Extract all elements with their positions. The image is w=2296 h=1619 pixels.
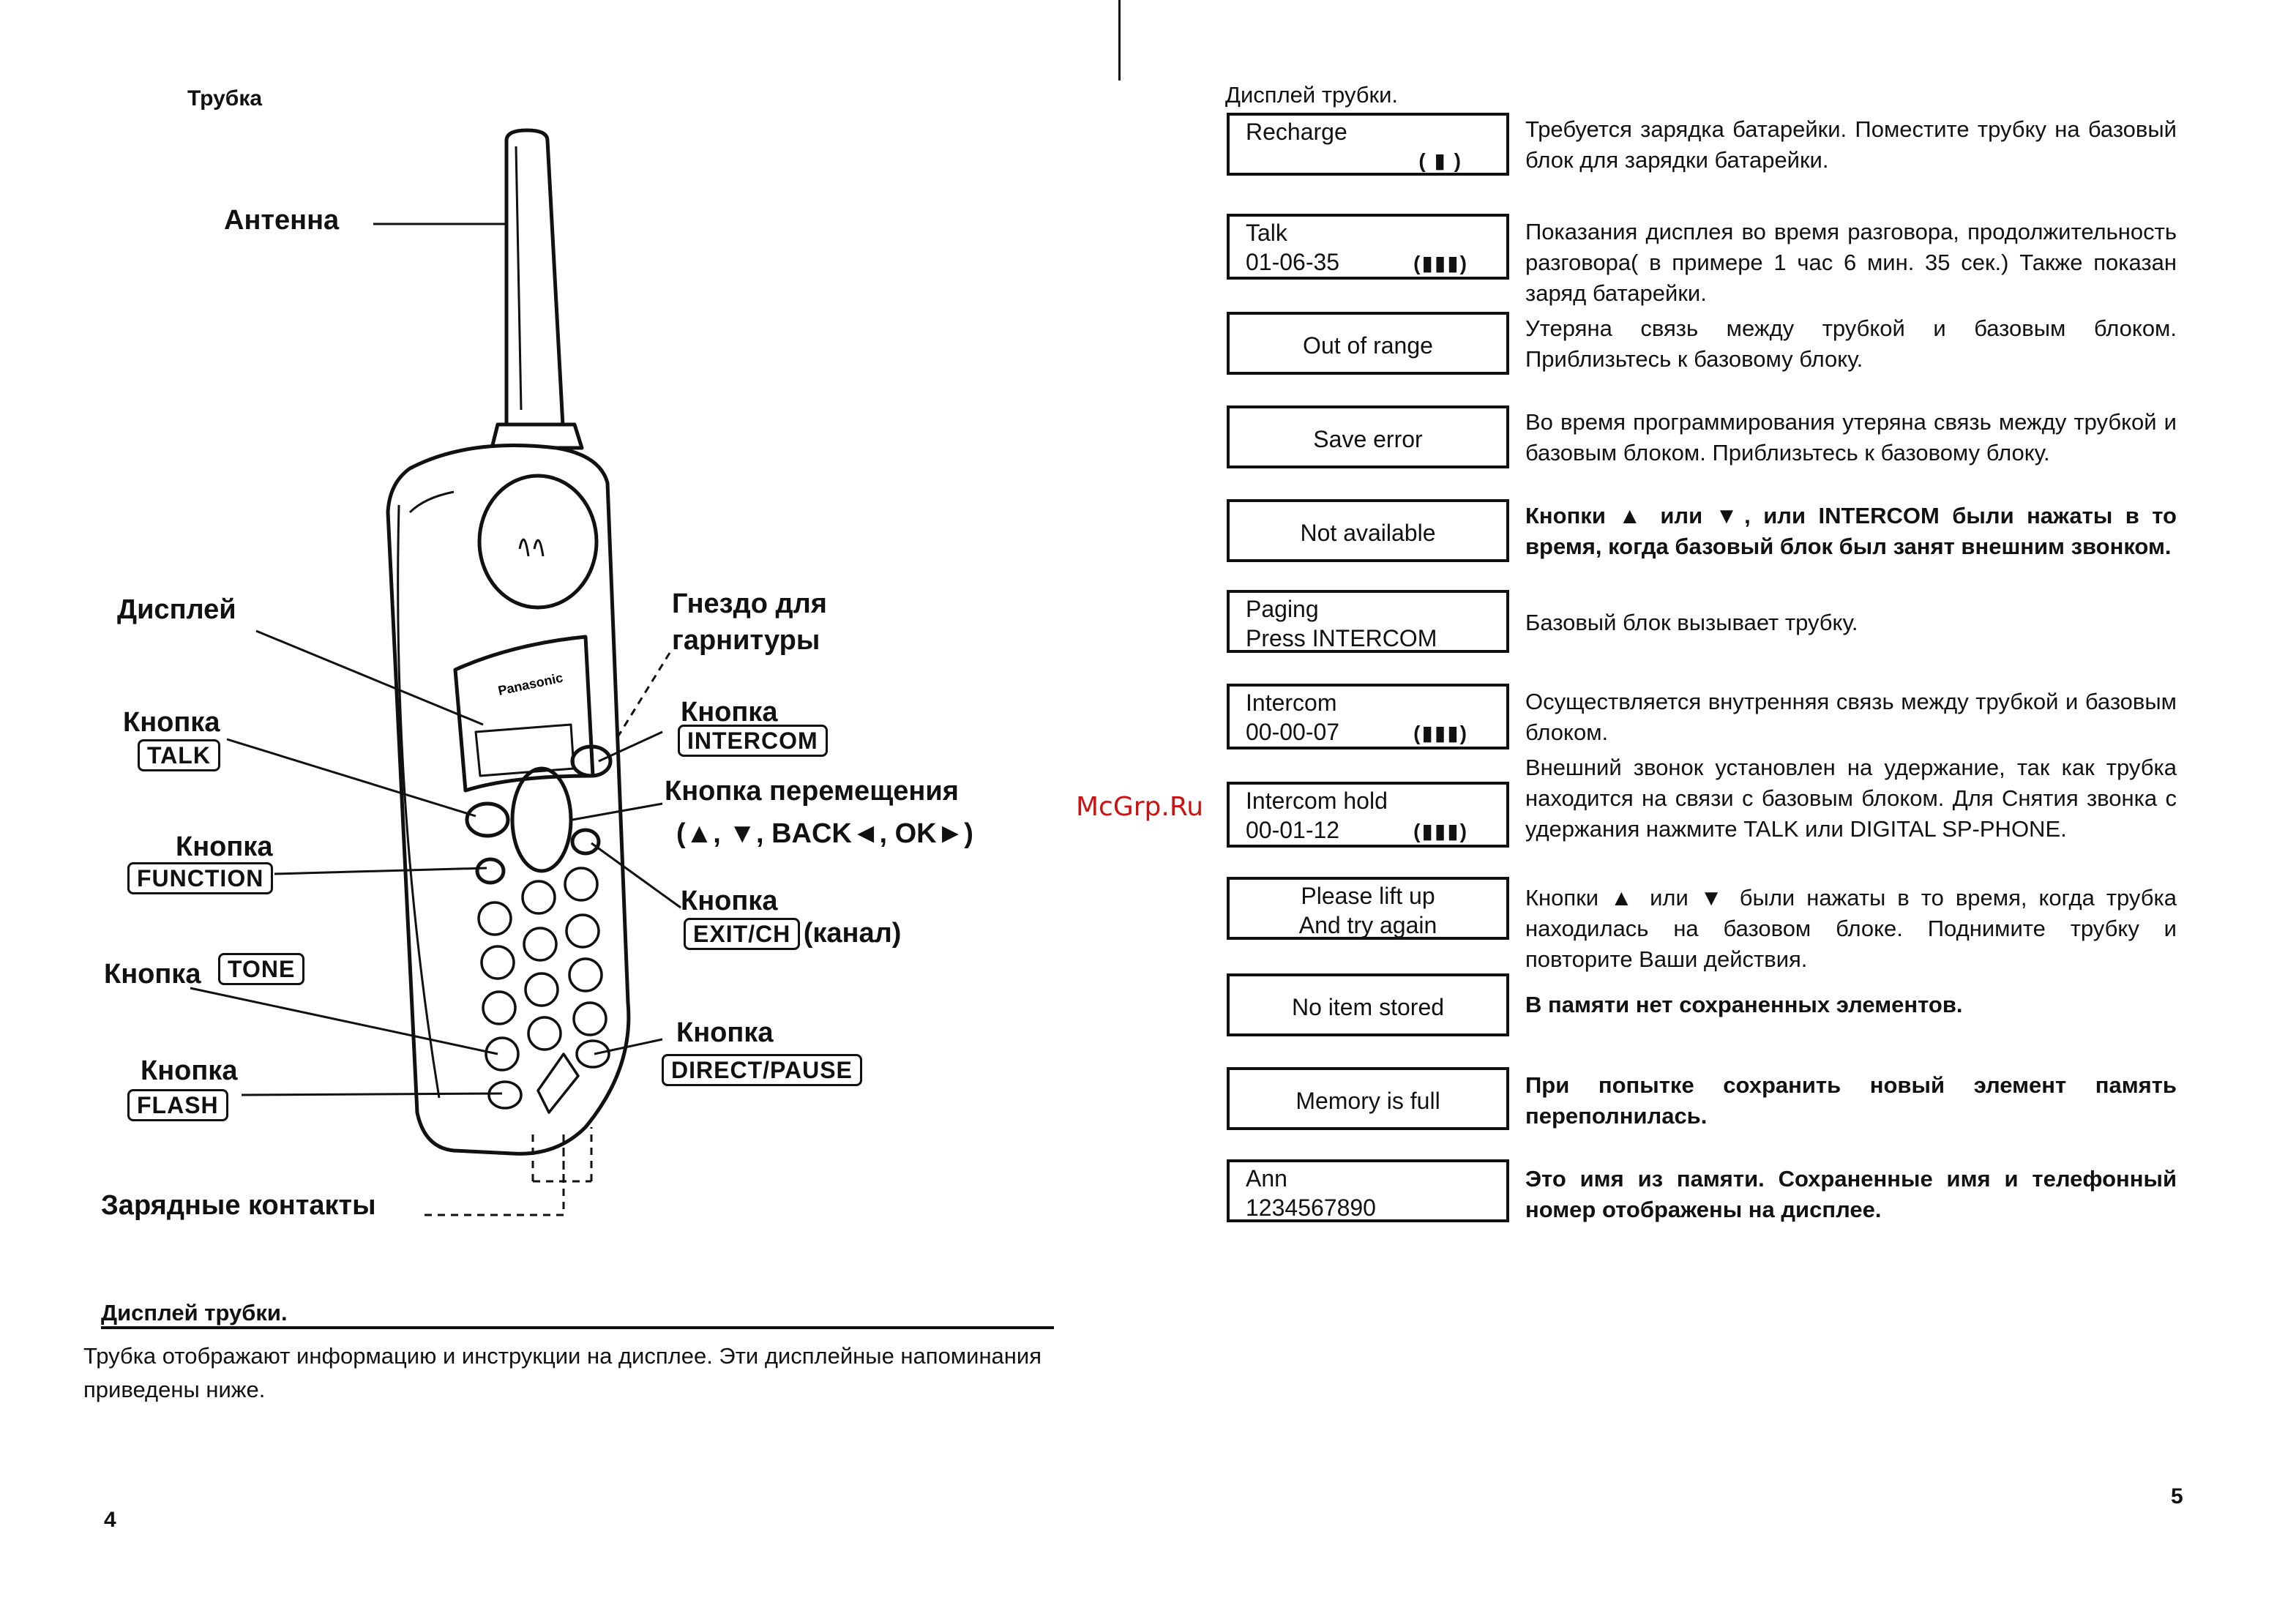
right-title: Дисплей трубки. (1225, 82, 1399, 108)
tone-key-label: TONE (218, 953, 305, 985)
desc-please-lift-up: Кнопки ▲ или ▼ были нажаты в то время, к… (1525, 885, 2177, 972)
phone-illustration: Panasonic (190, 128, 681, 1216)
desc-intercom-hold: Внешний звонок установлен на удержание, … (1525, 755, 2177, 842)
watermark: McGrp.Ru (1076, 792, 1204, 822)
talk-key-label: TALK (138, 739, 220, 771)
desc-recharge: Требуется зарядка батарейки. Поместите т… (1525, 116, 2177, 173)
section-title: Дисплей трубки. (101, 1300, 288, 1326)
battery-full-icon: (▮▮▮) (1413, 252, 1468, 274)
desc-out-of-range: Утеряна связь между трубкой и базовым бл… (1525, 315, 2177, 372)
antenna-shape (504, 128, 566, 440)
desc-not-available: Кнопки ▲ или ▼, или INTERCOM были нажаты… (1525, 503, 2177, 559)
section-divider (101, 1326, 1054, 1329)
label-nav-keys: (▲, ▼, BACK◄, OK►) (676, 818, 973, 849)
display-box-please-lift-up: Please lift up And try again (1227, 877, 1509, 940)
label-intercom-word: Кнопка (681, 697, 778, 728)
leader-lines (190, 223, 681, 1216)
desc-paging: Базовый блок вызывает трубку. (1525, 610, 1858, 635)
nav-key (510, 766, 573, 873)
display-box-ann: Ann 1234567890 (1227, 1159, 1509, 1222)
display-box-talk: Talk 01-06-35 (▮▮▮) (1227, 214, 1509, 280)
function-key-label: FUNCTION (127, 862, 274, 894)
display-box-intercom: Intercom 00-00-07 (▮▮▮) (1227, 684, 1509, 749)
display-box-paging: Paging Press INTERCOM (1227, 590, 1509, 653)
display-box-out-of-range: Out of range (1227, 312, 1509, 375)
direct-key-label: DIRECT/PAUSE (662, 1054, 862, 1086)
battery-empty-icon: ( ▮ ) (1418, 149, 1462, 172)
page-number-left: 4 (104, 1508, 116, 1532)
label-headset-2: гарнитуры (672, 625, 820, 656)
label-headset-1: Гнездо для (672, 588, 827, 619)
display-box-save-error: Save error (1227, 405, 1509, 468)
label-display: Дисплей (117, 594, 236, 625)
label-flash-word: Кнопка (141, 1055, 238, 1086)
label-charging-contacts: Зарядные контакты (101, 1190, 376, 1221)
desc-memory-full: При попытке сохранить новый элемент памя… (1525, 1072, 2177, 1129)
gutter-line (1118, 0, 1121, 81)
intercom-key-label: INTERCOM (678, 725, 828, 757)
section-text: Трубка отображают информацию и инструкци… (83, 1343, 1042, 1402)
desc-no-item-stored: В памяти нет сохраненных элементов. (1525, 992, 1963, 1017)
label-antenna: Антенна (224, 205, 340, 236)
desc-intercom: Осуществляется внутренняя связь между тр… (1525, 689, 2177, 745)
label-exit-word: Кнопка (681, 886, 778, 916)
display-box-intercom-hold: Intercom hold 00-01-12 (▮▮▮) (1227, 782, 1509, 848)
keypad (477, 867, 610, 1114)
desc-talk: Показания дисплея во время разговора, пр… (1525, 219, 2177, 306)
page-number-right: 5 (2171, 1484, 2183, 1508)
earpiece (477, 474, 599, 610)
page-heading: Трубка (187, 86, 263, 111)
display-box-no-item-stored: No item stored (1227, 973, 1509, 1036)
display-box-recharge: Recharge ( ▮ ) (1227, 113, 1509, 176)
label-talk-word: Кнопка (123, 707, 220, 738)
display-box-not-available: Not available (1227, 499, 1509, 562)
desc-ann: Это имя из памяти. Сохраненные имя и тел… (1525, 1166, 2177, 1222)
label-function-word: Кнопка (176, 831, 273, 862)
battery-full-icon: (▮▮▮) (1413, 722, 1468, 744)
display-box-memory-full: Memory is full (1227, 1067, 1509, 1130)
exit-key-label: EXIT/CH (канал) (684, 916, 901, 950)
desc-save-error: Во время программирования утеряна связь … (1525, 409, 2177, 465)
flash-key-label: FLASH (127, 1089, 228, 1121)
battery-full-icon: (▮▮▮) (1413, 820, 1468, 842)
label-nav-word: Кнопка перемещения (665, 776, 959, 807)
label-direct-word: Кнопка (676, 1017, 774, 1048)
label-tone-word: Кнопка (104, 959, 201, 990)
